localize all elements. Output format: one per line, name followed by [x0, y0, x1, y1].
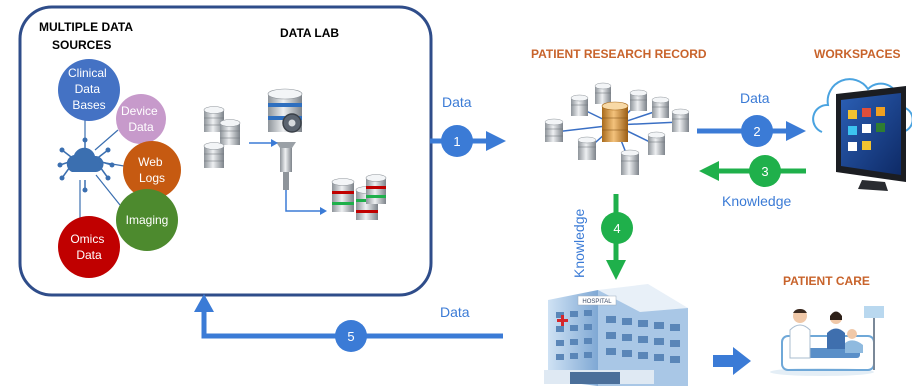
step1-number: 1: [453, 134, 460, 149]
workspace-computer-icon: [812, 78, 912, 191]
data-lab-title: DATA LAB: [280, 26, 339, 40]
web-line-1: Web: [138, 155, 163, 169]
workspaces-title: WORKSPACES: [814, 47, 900, 61]
source-clinical-databases: Clinical Data Bases: [58, 59, 120, 121]
step4-label: Knowledge: [571, 209, 587, 278]
patient-care-title: PATIENT CARE: [783, 274, 870, 288]
device-line-2: Data: [128, 120, 154, 134]
clinical-line-3: Bases: [72, 98, 105, 112]
raw-databases-icon: [203, 106, 241, 168]
hospital-sign: HOSPITAL: [582, 299, 612, 305]
flow-step-4: Knowledge 4: [571, 194, 633, 280]
source-web-logs: Web Logs: [123, 141, 181, 199]
web-line-2: Logs: [139, 171, 165, 185]
svg-text:Clinical Data Base: Clinical Data Bases: [68, 66, 110, 112]
step5-number: 5: [347, 329, 354, 344]
step4-number: 4: [613, 221, 620, 236]
cloud-network-icon: [57, 137, 115, 193]
patient-care-illustration: [770, 306, 884, 376]
device-line-1: Device: [121, 104, 158, 118]
data-lab-frame: [18, 5, 433, 297]
research-record-network-icon: [544, 82, 690, 175]
step5-label: Data: [440, 304, 470, 320]
step3-number: 3: [761, 164, 768, 179]
step2-label: Data: [740, 90, 770, 106]
step1-label: Data: [442, 94, 472, 110]
svg-text:Omics Data: Omics Data: [70, 232, 107, 262]
flow-step-1: Data 1: [430, 94, 506, 157]
source-device-data: Device Data: [116, 94, 166, 144]
sources-heading-line1: MULTIPLE DATA: [39, 20, 133, 34]
sources-heading-line2: SOURCES: [52, 38, 111, 52]
omics-line-1: Omics: [70, 232, 104, 246]
svg-text:Web Logs: Web Logs: [138, 155, 166, 185]
clinical-line-1: Clinical: [68, 66, 107, 80]
flow-step-5: Data 5: [194, 294, 503, 352]
processing-pipeline-icon: [249, 88, 327, 215]
source-imaging: Imaging: [116, 189, 178, 251]
omics-line-2: Data: [76, 248, 102, 262]
source-omics-data: Omics Data: [58, 216, 120, 278]
step2-number: 2: [753, 124, 760, 139]
step3-label: Knowledge: [722, 193, 791, 209]
source-connectors: [79, 120, 125, 222]
flow-step-3: 3 Knowledge: [699, 155, 806, 209]
curated-databases-icon: [331, 174, 387, 220]
hospital-building-icon: HOSPITAL: [544, 284, 688, 386]
arrow-to-patient-care: [713, 347, 751, 375]
research-record-title: PATIENT RESEARCH RECORD: [531, 47, 707, 61]
flow-step-2: Data 2: [697, 90, 806, 147]
clinical-line-2: Data: [75, 82, 101, 96]
imaging-label: Imaging: [126, 213, 169, 227]
svg-text:Device Data: Device Data: [121, 104, 161, 134]
